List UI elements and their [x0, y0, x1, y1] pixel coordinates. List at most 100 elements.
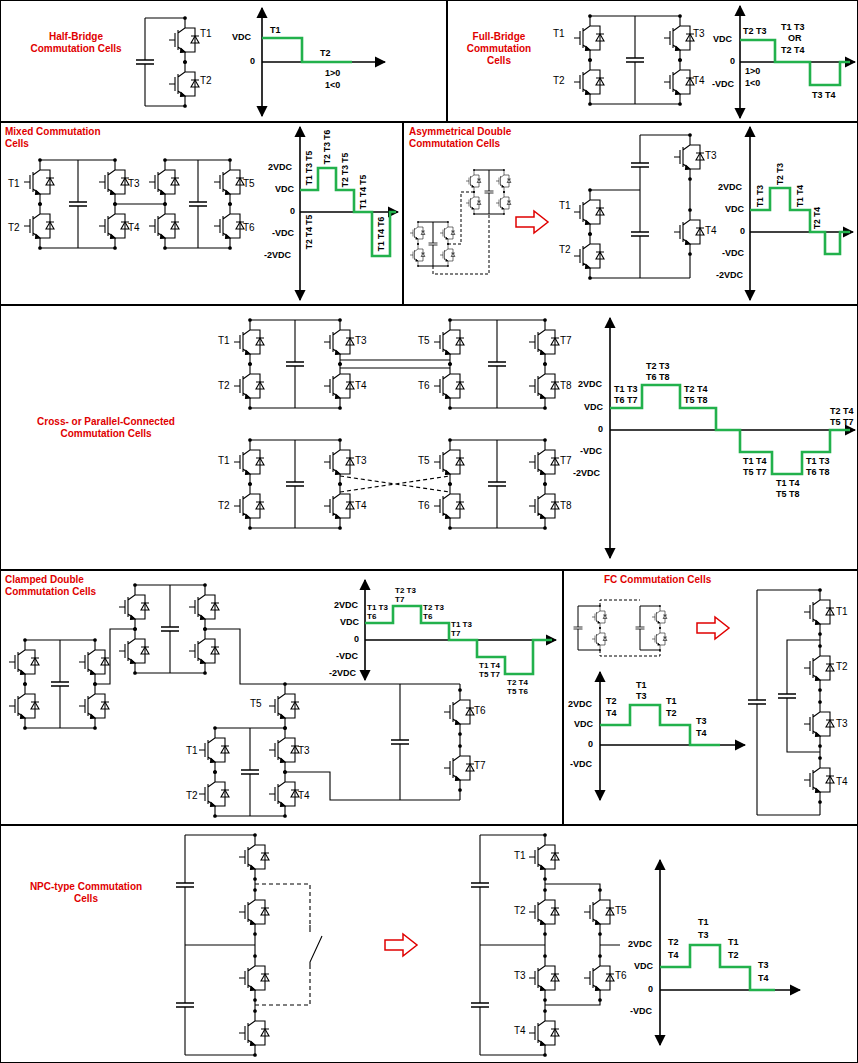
switch-label: T3 — [836, 718, 848, 729]
switch-label: T1 — [559, 200, 571, 211]
fc-circuit — [574, 589, 835, 815]
waveform-label: T1 — [636, 680, 647, 691]
panel-heading: Clamped Double Commutation Cells — [5, 574, 115, 598]
waveform-label: -VDC — [580, 446, 602, 457]
switch-label: T2 — [553, 75, 565, 86]
switch-label: T1 — [186, 745, 198, 756]
waveform-label: T1 T3 — [614, 384, 638, 395]
switch-label: T5 — [243, 178, 255, 189]
switch-label: T2 — [218, 380, 230, 391]
npc-circuit — [176, 834, 800, 1057]
waveform-label: T7 — [395, 595, 404, 604]
waveform-label: 0 — [250, 56, 255, 67]
waveform-label: T1 T4 T5 — [358, 175, 368, 209]
panel: Clamped Double Commutation Cells — [0, 570, 563, 825]
cross-parallel-circuit — [234, 318, 855, 558]
waveform-label: VDC — [574, 719, 593, 730]
waveform-label: T5 T7 — [479, 670, 500, 679]
waveform-label: T7 — [451, 629, 460, 638]
waveform-label: T1 — [728, 937, 739, 948]
switch-label: T1 — [200, 28, 212, 39]
waveform-label: 2VDC — [718, 182, 742, 193]
switch-label: T2 — [514, 905, 526, 916]
switch-label: T7 — [474, 760, 486, 771]
full-bridge-circuit — [574, 6, 855, 118]
waveform-label: T3 — [696, 716, 707, 727]
waveform-label: -2VDC — [329, 668, 356, 679]
switch-label: T1 — [218, 335, 230, 346]
waveform-label: T2 T4 — [830, 406, 854, 417]
waveform-label: OR — [788, 33, 802, 44]
switch-label: T2 — [200, 75, 212, 86]
waveform-label: T1 T4 — [479, 661, 500, 670]
clamped-double-circuit — [9, 580, 556, 817]
waveform-label: 2VDC — [268, 162, 292, 173]
waveform-label: -VDC — [722, 248, 744, 259]
waveform-label: -VDC — [336, 651, 358, 662]
waveform-label: T2 T4 — [507, 678, 528, 687]
waveform-label: VDC — [725, 204, 744, 215]
switch-label: T3 — [128, 178, 140, 189]
waveform-label: -2VDC — [573, 468, 600, 479]
switch-label: T1 — [218, 455, 230, 466]
panel-heading: Mixed Commutation Cells — [5, 126, 115, 150]
panel-heading: Asymmetrical Double Commutation Cells — [409, 126, 559, 150]
waveform-label: 1<0 — [325, 80, 340, 91]
waveform-label: T1 T4 — [776, 478, 800, 489]
waveform-label: 0 — [730, 56, 735, 67]
waveform-label: T2 T3 T5 — [340, 153, 350, 187]
waveform-label: VDC — [584, 402, 603, 413]
mixed-circuit — [24, 127, 398, 300]
waveform-label: VDC — [275, 184, 294, 195]
waveform-label: VDC — [340, 617, 359, 628]
switch-label: T4 — [836, 776, 848, 787]
waveform-label: 0 — [290, 206, 295, 217]
waveform-label: T5 T7 — [830, 417, 854, 428]
waveform-label: T4 — [758, 973, 769, 984]
switch-label: T1 — [8, 178, 20, 189]
switch-label: T2 — [836, 661, 848, 672]
panel: Full-Bridge Commutation Cells — [447, 0, 858, 122]
waveform-label: -2VDC — [264, 250, 291, 261]
waveform-label: T2 — [320, 48, 331, 59]
waveform-label: T6 — [423, 612, 432, 621]
switch-label: T4 — [705, 225, 717, 236]
half-bridge-circuit — [136, 8, 385, 116]
waveform-label: 1<0 — [745, 78, 760, 89]
waveform-label: T2 T3 — [775, 163, 785, 185]
waveform-label: T2 — [666, 708, 677, 719]
switch-label: T2 — [186, 790, 198, 801]
switch-label: T4 — [355, 500, 367, 511]
waveform-label: T1 — [698, 917, 709, 928]
waveform-label: T2 T3 — [395, 586, 416, 595]
waveform-label: T4 — [696, 728, 707, 739]
switch-label: T5 — [418, 335, 430, 346]
waveform-label: T5 T8 — [684, 395, 708, 406]
waveform-label: -VDC — [272, 228, 294, 239]
waveform-label: T2 T4 — [812, 207, 822, 229]
switch-label: T3 — [298, 745, 310, 756]
waveform-label: 1>0 — [745, 66, 760, 77]
waveform-label: T1 T4 — [795, 185, 805, 207]
switch-label: T8 — [560, 500, 572, 511]
waveform-label: T4 — [606, 708, 617, 719]
switch-label: T6 — [418, 500, 430, 511]
waveform-label: 2VDC — [334, 600, 358, 611]
waveform-label: -VDC — [712, 79, 734, 90]
switch-label: T5 — [250, 698, 262, 709]
switch-label: T3 — [355, 335, 367, 346]
waveform-label: T1 — [270, 25, 281, 36]
waveform-label: T1 T4 — [743, 456, 767, 467]
switch-label: T4 — [693, 75, 705, 86]
switch-label: T4 — [298, 790, 310, 801]
switch-label: T7 — [560, 455, 572, 466]
waveform-label: 0 — [354, 634, 359, 645]
waveform-label: 0 — [588, 739, 593, 750]
waveform-label: -2VDC — [716, 270, 743, 281]
panel-heading: Full-Bridge Commutation Cells — [454, 31, 544, 67]
waveform-label: T2 T4 T5 — [304, 215, 314, 249]
panel-heading: FC Commutation Cells — [604, 574, 714, 586]
switch-label: T3 — [514, 970, 526, 981]
switch-label: T3 — [355, 455, 367, 466]
